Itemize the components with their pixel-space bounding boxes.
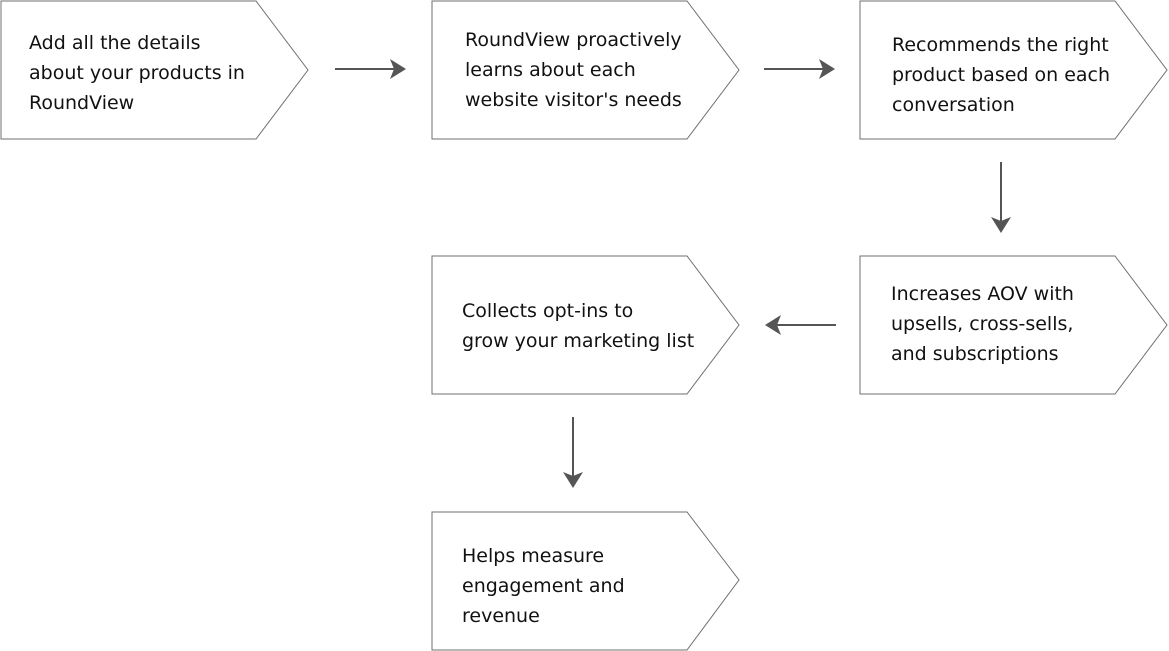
step-label-line: RoundView	[29, 92, 135, 114]
arrow-add-details-to-learns-needs	[335, 59, 406, 79]
step-shape-increases-aov	[859, 255, 1168, 395]
step-label-line: Helps measure	[462, 545, 605, 567]
step-label-line: about your products in	[29, 62, 245, 84]
step-label-line: Increases AOV with	[891, 283, 1074, 305]
step-label-measures-engagement: Helps measure engagement and revenue	[462, 541, 625, 631]
step-label-line: Add all the details	[29, 32, 201, 54]
step-label-learns-needs: RoundView proactively learns about each …	[465, 25, 682, 115]
arrow-head-down-icon	[563, 472, 583, 488]
step-shape-add-details	[0, 0, 309, 140]
step-shape-recommends-product	[859, 0, 1168, 140]
step-label-line: conversation	[892, 94, 1015, 116]
arrow-head-down-icon	[991, 217, 1011, 233]
step-shape-measures-engagement	[431, 511, 740, 651]
step-label-line: grow your marketing list	[462, 330, 695, 352]
step-label-line: product based on each	[892, 64, 1111, 86]
arrow-increases-aov-to-collects-optins	[765, 315, 836, 335]
step-label-line: upsells, cross-sells,	[891, 313, 1074, 335]
step-label-line: revenue	[462, 605, 540, 627]
step-label-line: website visitor's needs	[465, 89, 682, 111]
step-label-line: engagement and	[462, 575, 625, 597]
step-label-line: Collects opt-ins to	[462, 300, 634, 322]
step-label-increases-aov: Increases AOV with upsells, cross-sells,…	[891, 279, 1074, 369]
arrow-head-right-icon	[819, 59, 835, 79]
step-label-line: RoundView proactively	[465, 29, 682, 51]
arrow-collects-optins-to-measures-engagement	[563, 417, 583, 488]
arrow-learns-needs-to-recommends-product	[764, 59, 835, 79]
arrow-recommends-product-to-increases-aov	[991, 162, 1011, 233]
step-label-line: Recommends the right	[892, 34, 1109, 56]
step-label-line: and subscriptions	[891, 343, 1059, 365]
step-label-add-details: Add all the details about your products …	[29, 28, 245, 118]
step-label-collects-optins: Collects opt-ins to grow your marketing …	[462, 296, 694, 356]
arrow-head-right-icon	[390, 59, 406, 79]
step-label-recommends-product: Recommends the right product based on ea…	[892, 30, 1110, 120]
step-shape-collects-optins	[431, 255, 740, 395]
step-shape-learns-needs	[431, 0, 740, 140]
arrow-head-left-icon	[765, 315, 781, 335]
step-label-line: learns about each	[465, 59, 636, 81]
